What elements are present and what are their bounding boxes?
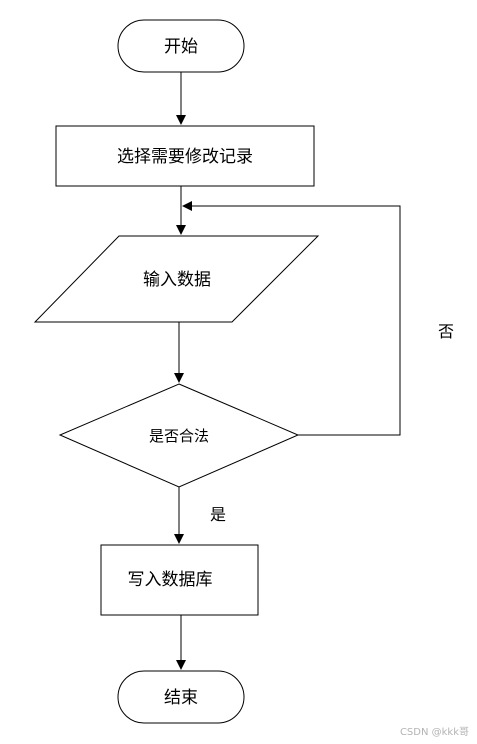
start-node: 开始 [117,19,245,73]
edge-check-no-loop [182,201,401,436]
end-label: 结束 [164,688,198,708]
select-record-label: 选择需要修改记录 [117,147,253,167]
watermark: CSDN @kkk哥 [399,727,469,738]
no-label: 否 [438,322,454,341]
input-data-node: 输入数据 [33,235,320,323]
end-node: 结束 [117,670,245,724]
write-database-node: 写入数据库 [100,544,259,616]
legality-check-label: 是否合法 [149,427,209,445]
select-record-node: 选择需要修改记录 [55,125,315,187]
legality-check-node: 是否合法 [58,383,300,488]
input-data-label: 输入数据 [143,270,211,290]
yes-label: 是 [210,505,226,524]
write-database-label: 写入数据库 [128,570,213,590]
start-label: 开始 [164,37,198,57]
